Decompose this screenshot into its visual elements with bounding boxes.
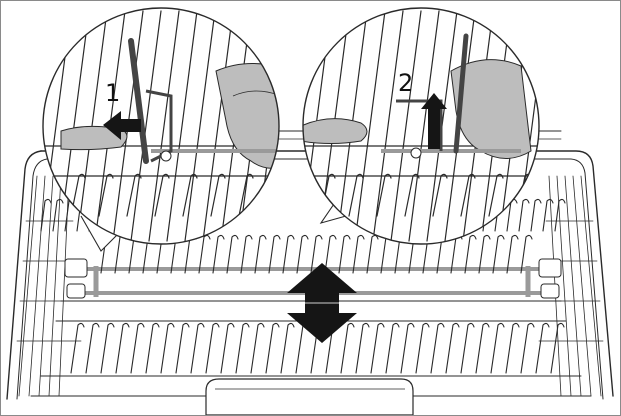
right-rack-clip [539,259,561,298]
detail-circle-step-2: 2 [301,8,565,244]
front-handle [206,379,413,415]
detail-circle-step-1: 1 [41,8,305,244]
step-number-2: 2 [398,69,413,97]
up-down-arrow-icon [287,263,357,343]
left-rack-clip [65,259,87,298]
finger-illustration [301,119,367,144]
step-number-1: 1 [105,79,120,107]
